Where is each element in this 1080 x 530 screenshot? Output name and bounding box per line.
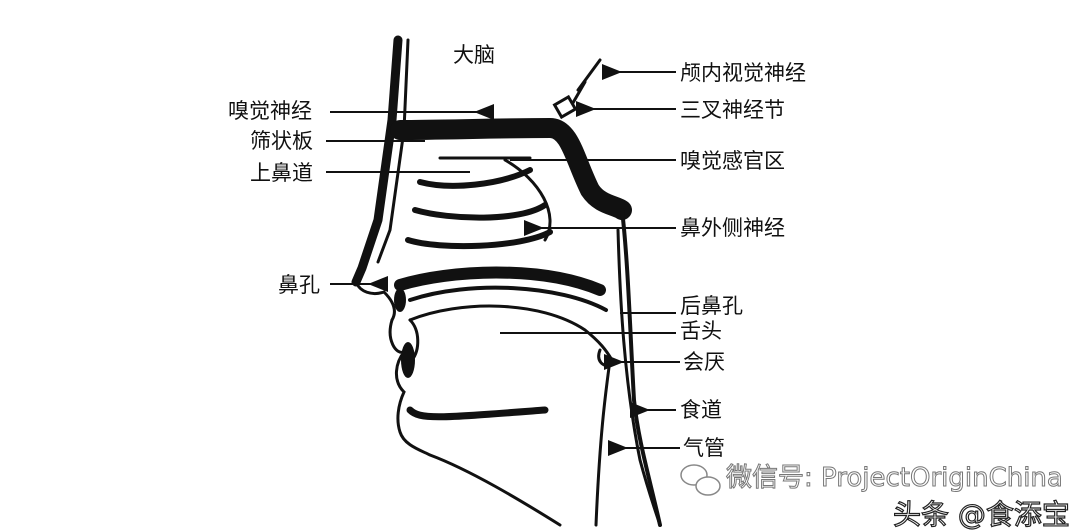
label-olfactory-nerve: 嗅觉神经 <box>228 99 312 123</box>
label-optic-nerve: 颅内视觉神经 <box>680 61 806 85</box>
pharynx <box>616 208 662 527</box>
label-epiglottis: 会厌 <box>683 350 725 374</box>
label-nostril: 鼻孔 <box>278 273 320 297</box>
leader-lines <box>326 64 680 456</box>
label-trachea: 气管 <box>683 436 725 460</box>
label-tongue: 舌头 <box>680 319 722 343</box>
label-lateral-nasal-nerve: 鼻外侧神经 <box>680 216 785 240</box>
watermark-wechat: 微信号: ProjectOriginChina <box>726 463 1063 493</box>
label-cribriform-plate: 筛状板 <box>250 129 313 153</box>
palate-tongue <box>394 285 614 421</box>
label-esophagus: 食道 <box>680 398 722 422</box>
watermark-toutiao: 头条 @食添宝 <box>893 498 1070 530</box>
label-olfactory-region: 嗅觉感官区 <box>680 149 785 173</box>
cribriform-plate <box>390 58 632 220</box>
label-choana: 后鼻孔 <box>680 294 743 318</box>
label-trigeminal-ganglion: 三叉神经节 <box>680 98 785 122</box>
wechat-icon <box>680 464 721 496</box>
label-brain: 大脑 <box>453 43 495 67</box>
label-superior-meatus: 上鼻道 <box>250 161 313 185</box>
nasal-turbinates <box>394 158 606 296</box>
